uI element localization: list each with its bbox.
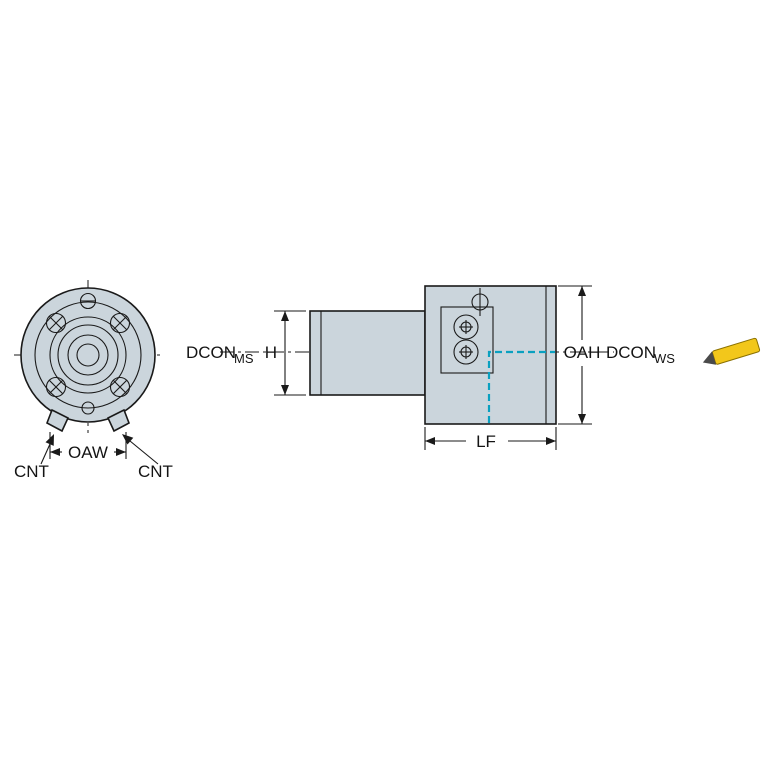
oaw-arrow-left-icon: [50, 448, 60, 456]
shank-body: [309, 310, 426, 396]
oah-arrow-top-icon: [578, 286, 586, 296]
bolt-hole-circle: [45, 312, 67, 334]
oaw-arrow-right-icon: [116, 448, 126, 456]
h-arrow-top-icon: [281, 311, 289, 321]
dcon-ms-label: DCON: [186, 343, 236, 362]
bolt-hole-cross: [48, 315, 64, 331]
center-bore-circle: [76, 343, 100, 367]
cnt-right-leader: [129, 440, 159, 465]
bolt-hole-top-right: [109, 312, 131, 334]
clamp-pocket: [440, 306, 494, 374]
coupling-circle-3: [67, 334, 109, 376]
lf-arrow-left-icon: [425, 437, 435, 445]
cnt-right-label: CNT: [138, 462, 173, 481]
bottom-screw-hole: [81, 401, 95, 415]
cnt-callout-right: CNT: [122, 434, 173, 481]
front-view: [14, 280, 162, 433]
insert-icon: [702, 337, 761, 365]
cnt-left-leader: [40, 443, 51, 465]
bolt-hole-cross: [112, 315, 128, 331]
side-view: [220, 285, 614, 425]
bolt-hole-cross: [48, 379, 64, 395]
bolt-hole-top-left: [45, 312, 67, 334]
clamp-screw-lower: [453, 339, 479, 365]
head-block: [424, 285, 557, 425]
h-dimension: H DCON MS: [186, 310, 306, 396]
clamp-screw-upper: [453, 314, 479, 340]
coupling-circle-1: [49, 316, 127, 394]
clamp-screw-outer: [453, 339, 479, 365]
oah-dimension: OAH DCON WS: [558, 285, 675, 425]
h-label: H: [265, 343, 277, 362]
bolt-hole-bottom-right: [109, 376, 131, 398]
cnt-callout-left: CNT: [14, 434, 54, 481]
dcon-ms-subscript: MS: [234, 351, 254, 366]
oaw-label: OAW: [68, 443, 108, 462]
clamp-screw-outer: [453, 314, 479, 340]
insert-tip: [702, 351, 717, 365]
bolt-hole-circle: [109, 376, 131, 398]
cnt-right-arrow-icon: [122, 434, 134, 445]
oaw-dimension: OAW: [49, 432, 127, 462]
bolt-hole-cross: [112, 379, 128, 395]
dcon-ws-subscript: WS: [654, 351, 675, 366]
drive-tab-left: [45, 408, 70, 433]
cnt-left-arrow-icon: [45, 434, 54, 446]
drive-tab-right: [106, 408, 131, 433]
bolt-hole-bottom-left: [45, 376, 67, 398]
dcon-ws-label: DCON: [606, 343, 656, 362]
oah-arrow-bottom-icon: [578, 414, 586, 424]
flange-ring-circle: [34, 301, 142, 409]
cnt-left-label: CNT: [14, 462, 49, 481]
coupling-circle-2: [57, 324, 119, 386]
oah-label: OAH: [564, 343, 601, 362]
insert-body: [711, 337, 761, 365]
lf-label: LF: [476, 432, 496, 451]
bolt-hole-circle: [45, 376, 67, 398]
lf-arrow-right-icon: [546, 437, 556, 445]
coolant-channel-line: [487, 350, 555, 423]
lf-dimension: LF: [424, 427, 557, 451]
h-arrow-bottom-icon: [281, 385, 289, 395]
bolt-hole-circle: [109, 312, 131, 334]
